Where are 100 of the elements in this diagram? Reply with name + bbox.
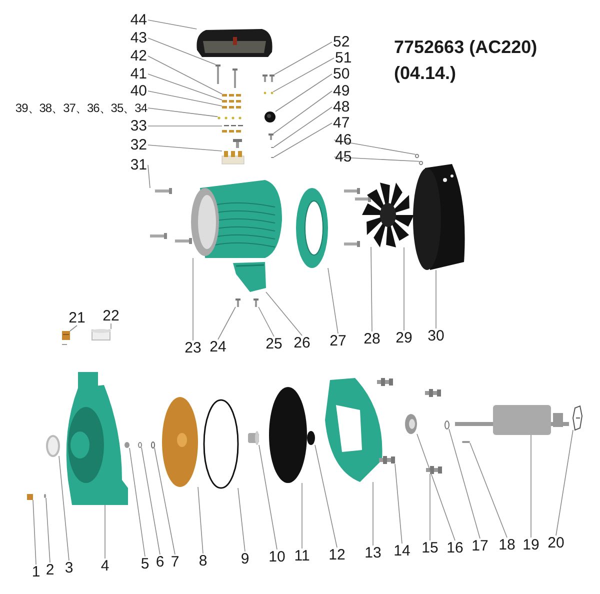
washer-pair-drawing	[264, 92, 274, 94]
callout-number: 30	[428, 328, 444, 344]
leader-line	[274, 42, 332, 75]
leader-line	[141, 447, 160, 555]
callout-number: 18	[498, 538, 516, 552]
leader-line	[238, 488, 246, 552]
bracket-drawing	[325, 378, 382, 482]
callout-number: 46	[335, 132, 352, 148]
circlip-drawing	[444, 420, 450, 430]
bolt-pair-drawing	[425, 389, 442, 474]
callout-number: 20	[548, 536, 564, 550]
callout-number: 9	[240, 552, 250, 566]
callout-number: 43	[130, 30, 147, 46]
model-code-text: 7752663 (AC220)	[394, 38, 538, 56]
terminal-parts-drawing	[222, 106, 241, 108]
leader-line	[334, 156, 420, 162]
rotor-drawing	[455, 405, 569, 435]
callout-number: 44	[130, 12, 147, 28]
seal-plate-drawing	[269, 387, 307, 483]
screw-drawing	[268, 134, 274, 140]
leader-line	[70, 325, 78, 332]
callout-number: 17	[472, 538, 488, 554]
callout-number: 50	[333, 66, 350, 82]
callout-number: 10	[268, 550, 286, 564]
seal-ring-drawing	[307, 431, 315, 445]
o-ring-drawing	[203, 399, 239, 489]
grommet-drawing	[264, 112, 276, 122]
callout-number: 32	[130, 138, 147, 152]
callout-number: 48	[333, 100, 350, 114]
callout-number: 5	[140, 556, 150, 572]
callout-number: 29	[396, 330, 412, 346]
leader-line	[58, 456, 70, 561]
callout-number: 13	[364, 546, 382, 560]
screw-pair-drawing	[262, 74, 274, 82]
leader-line	[394, 464, 402, 544]
wave-washer-drawing	[572, 405, 582, 431]
callout-number: 23	[184, 340, 202, 356]
callout-number: 7	[170, 554, 180, 570]
leader-line	[148, 38, 216, 65]
leader-line	[314, 444, 338, 548]
callout-number: 42	[130, 48, 147, 64]
leader-line	[272, 58, 334, 92]
leader-line	[372, 482, 374, 546]
leader-line	[192, 258, 194, 341]
callout-number: 14	[394, 544, 410, 558]
terminal-parts-drawing	[222, 125, 243, 132]
leader-line	[148, 164, 150, 188]
leader-line	[470, 442, 508, 538]
leader-line	[148, 90, 222, 106]
washer-drawing	[151, 442, 155, 448]
washer-drawing	[414, 154, 420, 158]
terminal-cover-drawing	[196, 29, 272, 57]
leader-line	[148, 56, 222, 94]
leader-line	[110, 323, 112, 330]
leader-line	[154, 448, 176, 555]
callout-number: 52	[333, 34, 350, 50]
bearing-drawing	[405, 414, 417, 434]
callout-number: 39、38、37、36、35、34	[15, 102, 147, 114]
callout-number: 40	[130, 84, 147, 98]
bushing-drawing	[91, 329, 111, 340]
callout-number: 3	[64, 560, 74, 576]
terminal-block-drawing	[222, 151, 244, 164]
callout-number: 2	[46, 562, 54, 578]
leader-line	[448, 428, 480, 539]
leader-line	[129, 448, 146, 557]
end-shield-drawing	[296, 188, 328, 268]
leader-line	[32, 500, 36, 565]
mechanical-seal-drawing	[248, 431, 259, 445]
callout-number: 21	[68, 310, 86, 326]
callout-number: 28	[364, 332, 380, 346]
motor-housing-drawing	[191, 180, 282, 258]
leader-line	[258, 444, 278, 550]
small-parts-drawing	[218, 116, 242, 120]
callout-number: 1	[32, 564, 40, 580]
callout-number: 16	[446, 540, 464, 556]
wear-ring-drawing	[46, 435, 60, 457]
leader-line	[328, 268, 338, 334]
callout-number: 27	[330, 334, 346, 348]
callout-number: 26	[294, 336, 310, 350]
callout-number: 49	[333, 84, 350, 98]
leader-line	[104, 504, 106, 559]
leader-line	[530, 434, 532, 538]
callout-number: 4	[100, 558, 110, 574]
washer-drawing	[138, 442, 142, 448]
callout-number: 47	[333, 116, 350, 130]
leader-line	[370, 246, 372, 332]
leader-line	[148, 144, 222, 152]
washer-drawing	[418, 160, 424, 166]
leader-line	[148, 20, 198, 30]
callout-number: 31	[130, 158, 147, 172]
leader-line	[334, 140, 416, 155]
leader-line	[266, 292, 302, 336]
leader-line	[148, 108, 218, 118]
drain-plug-drawing	[27, 494, 33, 500]
callout-number: 15	[422, 540, 438, 556]
callout-number: 41	[130, 66, 147, 82]
callout-number: 45	[335, 150, 352, 164]
terminal-parts-drawing	[222, 94, 241, 96]
fan-cover-drawing	[413, 164, 465, 270]
screw-drawing	[236, 298, 240, 307]
